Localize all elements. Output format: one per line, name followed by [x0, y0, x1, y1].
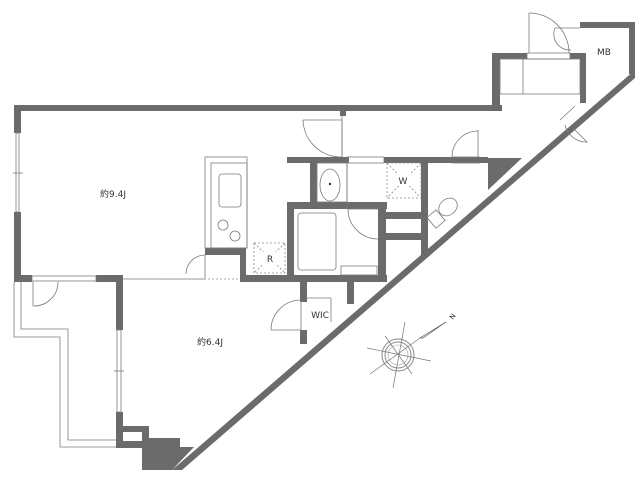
stove-burner [229, 230, 241, 242]
compass-icon: N [366, 312, 458, 389]
wall-kitchen-bottom [240, 275, 300, 282]
wall-top [14, 105, 502, 111]
wall-room2-left-upper [116, 275, 123, 330]
wall-mb-top [580, 22, 635, 28]
room-9-4-label: 約9.4J [100, 188, 126, 200]
wall-mb-left [580, 53, 586, 103]
wall-bottom-block [142, 438, 194, 470]
bath-door[interactable] [347, 208, 379, 240]
wall-diagonal [172, 70, 635, 470]
washbasin [319, 168, 341, 202]
wall-mb-right [629, 22, 635, 74]
wall-entry-top-right [570, 53, 586, 59]
toilet [438, 197, 458, 217]
room-6-4-label: 約6.4J [197, 336, 223, 348]
refrigerator-label: R [267, 255, 273, 265]
wic-label: WIC [311, 311, 329, 321]
refrigerator-space [253, 242, 286, 274]
wall-bottom-left-b [96, 275, 122, 282]
diagonal-door[interactable] [564, 124, 588, 143]
toilet-door[interactable] [451, 130, 479, 158]
wall-entry-left [492, 53, 500, 111]
entrance-door[interactable] [528, 12, 570, 54]
wall-entry-top-left [492, 53, 527, 59]
kitchen-sink [218, 173, 242, 208]
window-left [15, 132, 20, 213]
wall-left-upper [14, 105, 21, 133]
mb-label: MB [597, 48, 611, 58]
washing-machine-space [386, 162, 422, 199]
balcony-door[interactable] [32, 281, 59, 307]
wall-left-lower [14, 212, 21, 282]
entrance-threshold [526, 52, 571, 60]
balcony-door-frame [31, 275, 97, 282]
washing-machine-label: W [399, 177, 408, 187]
wall-bottom-left-a [14, 275, 32, 282]
wic-door[interactable] [270, 299, 302, 331]
wall-fill-toilet [488, 158, 522, 190]
bathtub [297, 212, 337, 271]
washroom-door[interactable] [302, 119, 343, 158]
north-label: N [448, 312, 458, 321]
stove-burner [217, 219, 229, 231]
closet-door[interactable] [185, 254, 206, 275]
